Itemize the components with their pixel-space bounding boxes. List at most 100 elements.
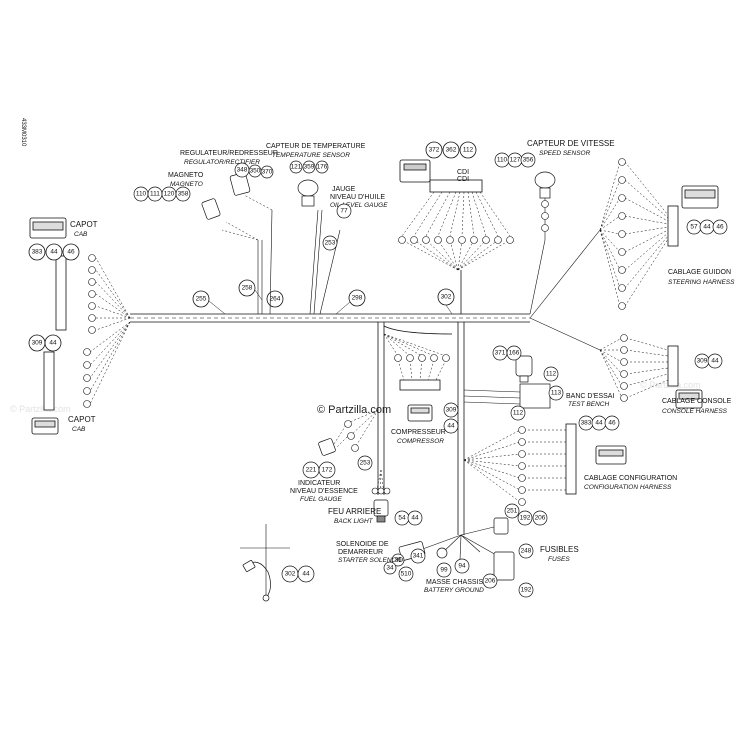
callout-248: 248	[521, 548, 532, 555]
callout-255: 255	[196, 296, 207, 303]
callout-group-steering: 57 44 46	[686, 219, 728, 235]
callout-359: 359	[304, 164, 315, 171]
fusibles-label: FUSIBLES	[540, 545, 579, 554]
config-fr-label: CABLAGE CONFIGURATION	[584, 475, 677, 482]
trunk-leaders	[208, 289, 453, 315]
back-light-label: BACK LIGHT	[334, 518, 374, 525]
callout-264: 264	[270, 296, 281, 303]
callout-group-cdi: 372 362 112	[425, 141, 477, 159]
compresseur-label: COMPRESSEUR	[391, 429, 446, 436]
callout-372: 372	[429, 147, 440, 154]
callout-341: 341	[413, 553, 424, 560]
cdi-module	[399, 159, 483, 193]
vitesse-fr-label: CAPTEUR DE VITESSE	[527, 139, 615, 148]
callout-group-fuses: 251 192 206 248 206 192	[482, 503, 548, 598]
capot-label: CAPOT	[70, 220, 98, 229]
jauge-label: JAUGE	[332, 186, 356, 193]
cab-pin-markers-lower	[83, 348, 91, 408]
magneto-fr-label: MAGNETO	[168, 172, 204, 179]
callout-group-compressor: 309 44	[443, 402, 459, 434]
steering-pin-markers	[618, 158, 626, 310]
callout-192: 192	[520, 515, 531, 522]
callout-group-oil: 77 253	[322, 203, 352, 251]
callout-112: 112	[513, 410, 524, 417]
fuel-pin-markers	[344, 420, 359, 452]
magneto-en-label: MAGNETO	[170, 181, 203, 188]
callout-356: 356	[523, 157, 534, 164]
compressor-connector	[399, 379, 441, 422]
battery-ground-label: BATTERY GROUND	[424, 587, 484, 594]
console-harness-label: CONSOLE HARNESS	[662, 408, 728, 415]
callout-group-back-light: 54 44	[394, 510, 423, 526]
regulator-label: REGULATOR/RECTIFIER	[184, 159, 260, 166]
callout-44: 44	[302, 571, 310, 578]
callout-121: 121	[291, 164, 302, 171]
speed-pin-markers	[541, 200, 549, 232]
callout-111: 111	[150, 191, 160, 198]
callout-group-detail: 302 44	[281, 565, 315, 583]
callout-44: 44	[595, 420, 603, 427]
callout-77: 77	[340, 208, 348, 215]
solenoide-label: SOLENOIDE DE	[336, 541, 389, 548]
callout-172: 172	[322, 467, 333, 474]
callout-206: 206	[535, 515, 546, 522]
steering-fan-wires	[599, 161, 669, 307]
masse-chassis-label: MASSE CHASSIS	[426, 579, 484, 586]
watermark-left: © Partzilla.com	[10, 404, 71, 414]
starter-solenoid-label: STARTER SOLENOID	[338, 557, 403, 564]
cdi-label-2: CDI	[457, 176, 469, 183]
callout-57: 57	[690, 224, 698, 231]
cab-connector-lower	[31, 351, 59, 435]
cab-label-lower: CAB	[72, 426, 86, 433]
config-connector	[565, 423, 627, 495]
cab-label: CAB	[74, 231, 88, 238]
callout-group-speed: 110 127 356	[494, 152, 536, 168]
callout-113: 113	[551, 390, 562, 397]
callout-group-console: 309 44	[694, 353, 723, 369]
callout-120: 120	[164, 191, 175, 198]
console-pin-markers	[620, 334, 628, 402]
callout-166: 166	[509, 350, 520, 357]
oil-level-gauge-label: OIL LEVEL GAUGE	[330, 202, 388, 209]
demarreur-label: DEMARREUR	[338, 549, 383, 556]
cdi-label-1: CDI	[457, 169, 469, 176]
banc-essai-label: BANC D'ESSAI	[566, 393, 614, 400]
callout-46: 46	[716, 224, 724, 231]
callout-group-cab-upper: 383 44 46	[28, 243, 80, 261]
callout-44: 44	[50, 249, 58, 256]
indicateur-label: INDICATEUR	[298, 480, 340, 487]
cab-pin-markers-upper	[88, 254, 96, 334]
compressor-label: COMPRESSOR	[397, 438, 444, 445]
callout-group-config: 383 44 46	[578, 415, 620, 431]
callout-348: 348	[237, 167, 248, 174]
cab-branch-upper	[95, 257, 131, 331]
steering-connector	[667, 185, 719, 247]
callout-253: 253	[325, 240, 336, 247]
callout-44: 44	[411, 515, 419, 522]
fuel-gauge-connector	[318, 438, 336, 456]
feu-arriere-label: FEU ARRIERE	[328, 507, 381, 516]
callout-group-regulator: 348 350 370	[234, 162, 274, 179]
cab-branch-lower	[89, 321, 131, 405]
callout-358: 358	[178, 191, 189, 198]
regulateur-label: REGULATEUR/REDRESSEUR	[180, 150, 278, 157]
callout-group-temp: 121 359 176	[289, 160, 329, 174]
compressor-fan-wires	[383, 333, 447, 381]
cab-connector-upper	[29, 217, 67, 331]
temp-en-label: TEMPERATURE SENSOR	[272, 152, 350, 159]
fuses-label: FUSES	[548, 556, 570, 563]
guidon-label: CABLAGE GUIDON	[668, 269, 731, 276]
back-light-pin-markers	[371, 487, 391, 495]
callout-253: 253	[360, 460, 371, 467]
drawing-code: 433M0310	[20, 118, 26, 147]
callout-112: 112	[463, 147, 474, 154]
magneto-leaders	[221, 194, 273, 241]
callout-group-magneto: 110 111 120 358	[133, 186, 191, 202]
magneto-connector	[201, 198, 221, 220]
callout-group-fuel: 221 172 253	[302, 455, 373, 479]
console-connector	[667, 345, 703, 409]
callout-350: 350	[250, 168, 261, 175]
callout-309: 309	[32, 340, 43, 347]
config-fan-wires	[463, 429, 566, 503]
